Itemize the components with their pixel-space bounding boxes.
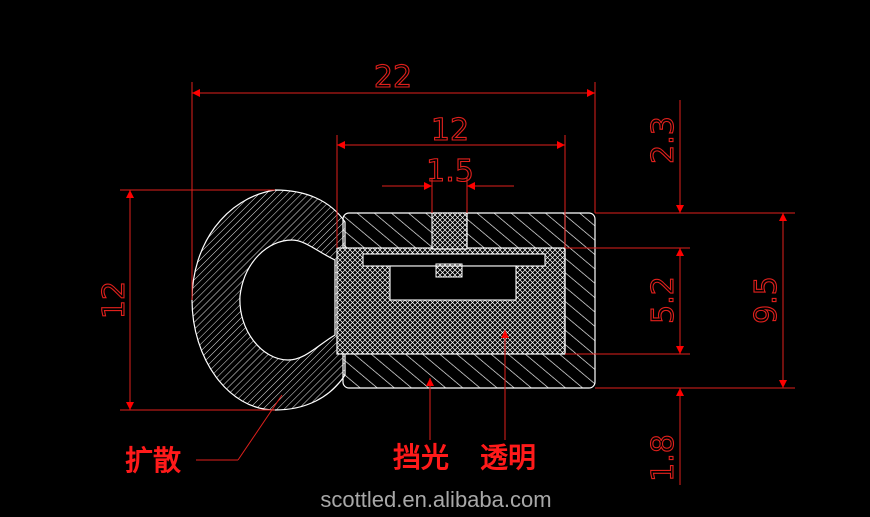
profile-geometry <box>191 189 596 411</box>
dim-top-offset: 2.3 <box>646 116 681 164</box>
label-light-block: 挡光 <box>393 441 449 474</box>
diffuser-ring <box>191 189 346 411</box>
label-transparent: 透明 <box>480 441 536 474</box>
dim-slot-width: 1.5 <box>426 154 474 189</box>
center-block <box>435 263 463 278</box>
label-diffuse: 扩散 <box>125 444 181 477</box>
dimension-text: 22 12 1.5 12 2.3 5.2 9.5 1.8 <box>96 59 784 482</box>
watermark: scottled.en.alibaba.com <box>320 487 551 512</box>
dimension-lines <box>120 82 795 485</box>
material-labels: 扩散 挡光 透明 <box>125 441 536 477</box>
dim-body-height: 9.5 <box>749 276 784 324</box>
dim-diffuser-height: 12 <box>97 281 132 319</box>
dim-bottom-offset: 1.8 <box>646 434 681 482</box>
dim-inner-height: 5.2 <box>646 276 681 324</box>
dim-overall-width: 22 <box>374 60 412 95</box>
dim-body-width: 12 <box>431 113 469 148</box>
